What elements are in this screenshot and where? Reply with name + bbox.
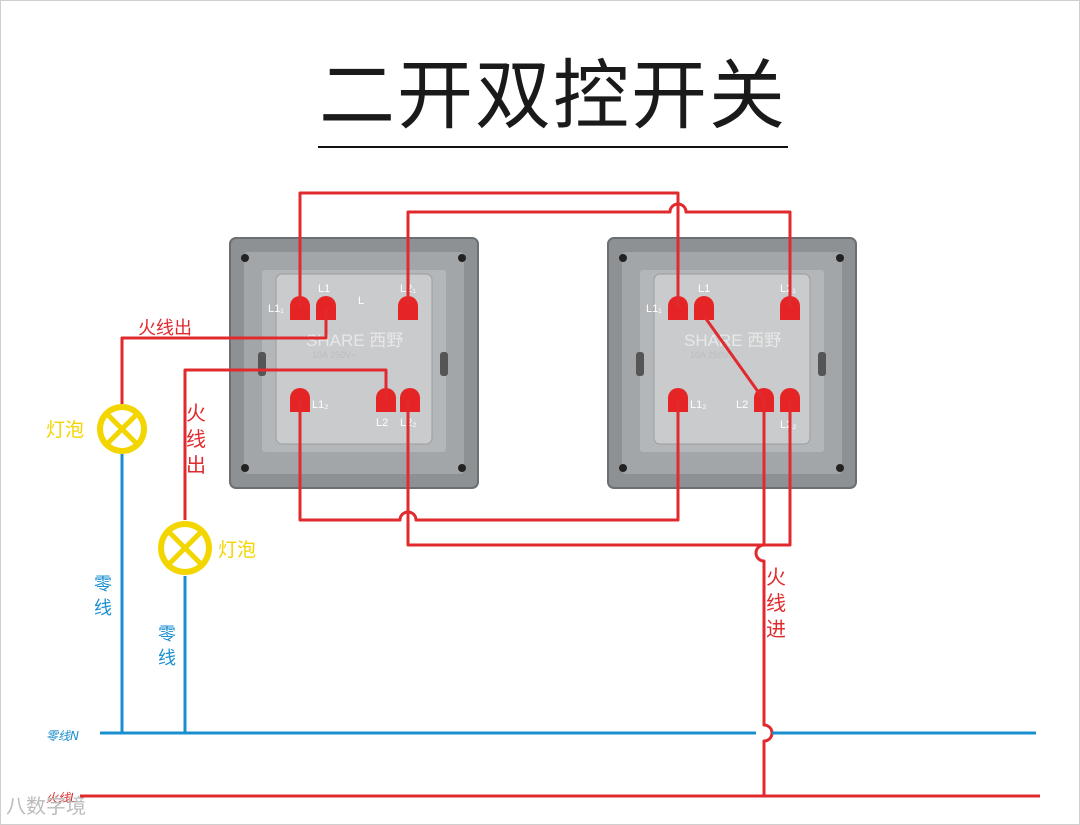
diagram-title: 二开双控开关 [319, 51, 787, 140]
bulb-2 [158, 521, 212, 575]
neutral-bus-label: 零线N [46, 729, 79, 743]
brand-label-right: SHARE 西野 [684, 331, 781, 350]
svg-text:线: 线 [186, 427, 206, 451]
live-wires [80, 191, 1040, 798]
live-out-label-2: 火 线 出 [186, 401, 206, 477]
switch-panel-left: SHARE 西野 10A 250V~ L1₁ L1 L2₁ L L1₂ L2 L… [229, 237, 479, 489]
term-label-L2-left: L2 [376, 417, 388, 429]
term-label-L-left: L [358, 295, 364, 307]
svg-text:线: 线 [158, 648, 176, 669]
brand-label-left: SHARE 西野 [306, 331, 403, 350]
terminal-L22-left [400, 388, 420, 412]
bulb-label-2: 灯泡 [218, 539, 256, 561]
neutral-wires [100, 454, 1036, 735]
switch-panel-right: SHARE 西野 10A 250V~ L1₁ L1 L2₁ L1₂ L2 L2₂ [607, 237, 857, 489]
live-out-label-1: 火线出 [138, 318, 192, 339]
term-label-L11-right: L1₁ [646, 303, 662, 315]
svg-text:线: 线 [766, 591, 786, 615]
svg-text:出: 出 [186, 453, 206, 477]
terminal-L1-right [694, 296, 714, 320]
live-bus-label: 火线L [46, 791, 77, 805]
term-label-L2-right: L2 [736, 399, 748, 411]
term-label-L1-right: L1 [698, 283, 710, 295]
watermark: 八数字境 [6, 794, 86, 818]
term-label-L12-right: L1₂ [690, 399, 707, 411]
svg-text:进: 进 [766, 617, 786, 641]
svg-text:零: 零 [158, 624, 176, 645]
svg-text:火: 火 [186, 401, 206, 425]
rating-label-left: 10A 250V~ [312, 350, 356, 360]
term-label-L21-right: L2₁ [780, 283, 796, 295]
term-label-L22-right: L2₂ [780, 419, 797, 431]
neutral-label-1: 零 线 [94, 574, 112, 619]
svg-text:零: 零 [94, 574, 112, 595]
bulb-label-1: 灯泡 [46, 419, 84, 441]
live-in-label: 火 线 进 [766, 565, 786, 641]
svg-text:火: 火 [766, 565, 786, 589]
title-underline [318, 146, 788, 148]
svg-text:线: 线 [94, 598, 112, 619]
term-label-L1-left: L1 [318, 283, 330, 295]
term-label-L12-left: L1₂ [312, 399, 329, 411]
bulb-1 [97, 404, 147, 454]
rating-label-right: 10A 250V~ [690, 350, 734, 360]
neutral-label-2: 零 线 [158, 624, 176, 669]
term-label-L11-left: L1₁ [268, 303, 284, 315]
